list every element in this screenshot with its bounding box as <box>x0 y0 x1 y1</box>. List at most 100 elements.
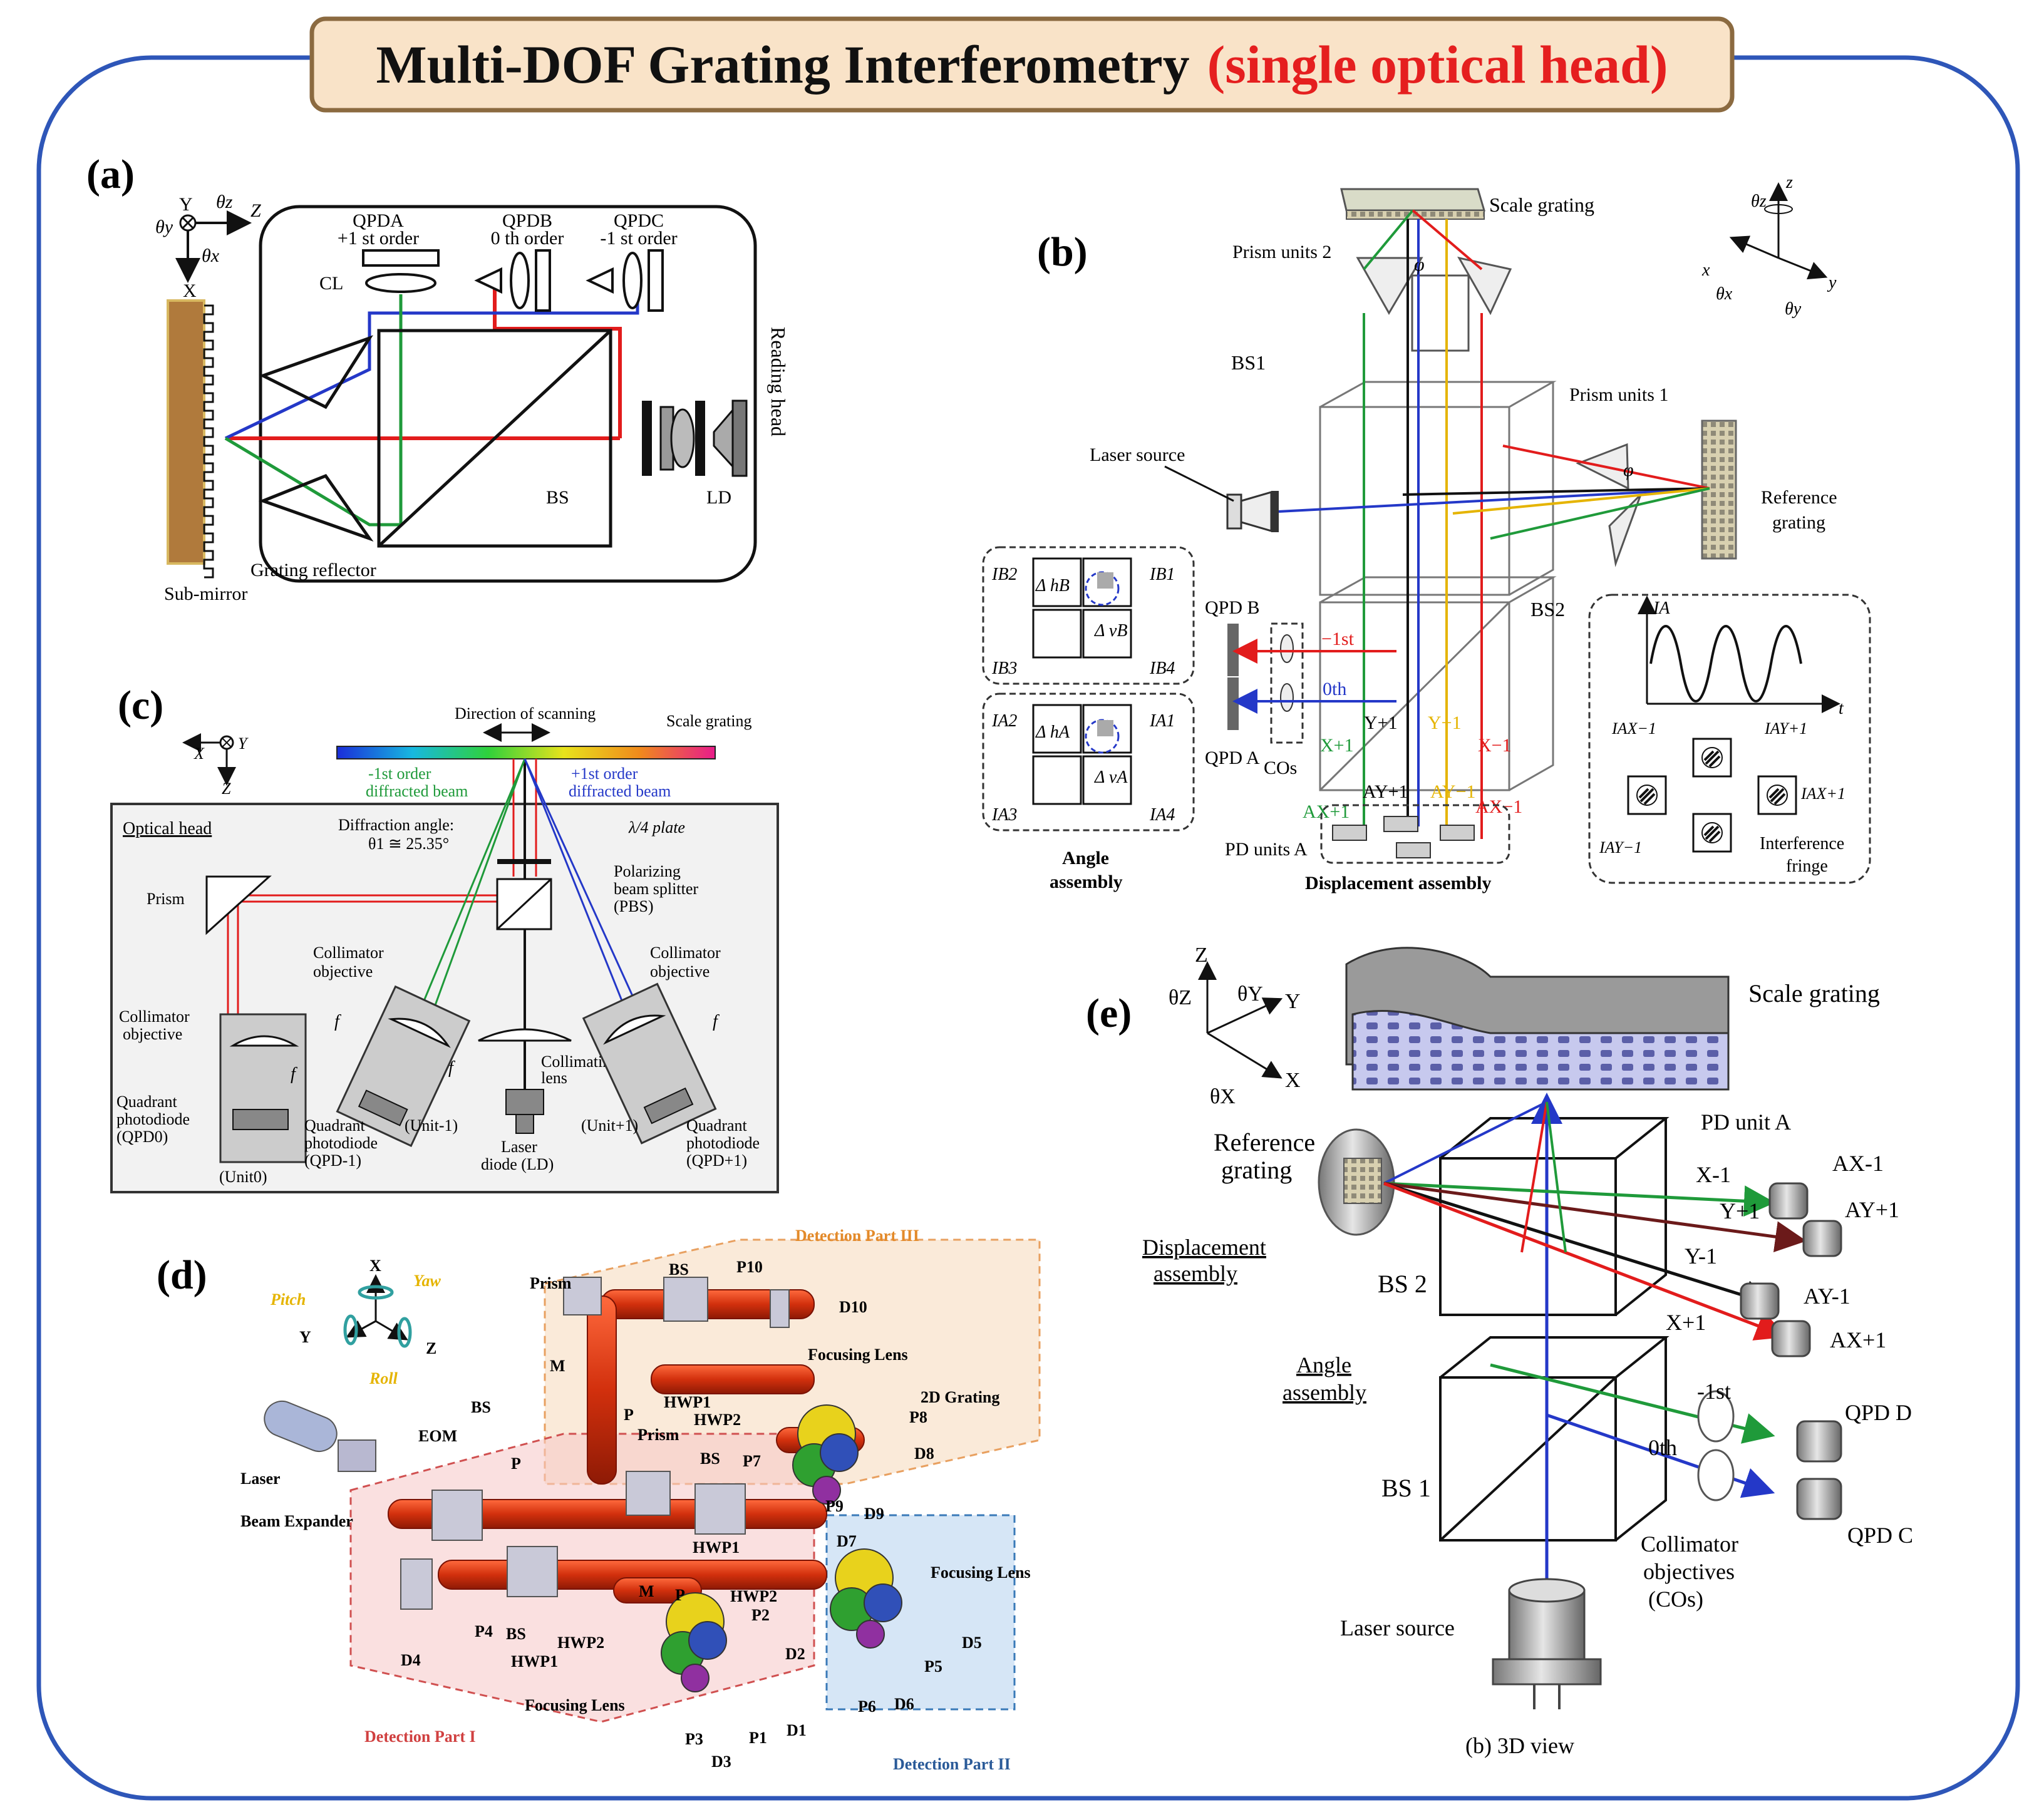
b-bs2-cube <box>1319 576 1557 791</box>
a-qpdb-order: 0 th order <box>491 228 564 249</box>
e-axis-x: X <box>1285 1069 1301 1092</box>
b-zeroth-label: 0th <box>1323 679 1346 699</box>
c-coll-right-l2: objective <box>650 962 710 981</box>
b-axis-z: z <box>1785 173 1793 192</box>
d-detection3-label: Detection Part III <box>795 1227 919 1245</box>
d-laser: Laser <box>240 1470 281 1488</box>
d-d8: D8 <box>914 1444 934 1463</box>
d-hwp1-top: HWP1 <box>664 1393 711 1411</box>
b-prism-units2-label: Prism units 2 <box>1232 242 1331 262</box>
d-axis-z: Z <box>426 1339 436 1357</box>
b-dhb: Δ hB <box>1035 576 1070 595</box>
d-p7: P7 <box>743 1452 761 1470</box>
b-ib2: IB2 <box>991 565 1017 584</box>
c-qpd0-l1: Quadrant <box>116 1093 178 1111</box>
e-beam-y-m1: Y-1 <box>1685 1243 1717 1269</box>
b-phi-top: φ <box>1414 254 1425 275</box>
b-fringe-box: IA t IAX−1 IAY+1 IAX+1 IAY−1 Interferenc… <box>1588 594 1871 884</box>
b-angle-label1: Angle <box>1062 848 1109 868</box>
panel-a: (a) Y θz Z θy θx X <box>86 152 790 604</box>
a-axis-z: Z <box>250 200 261 221</box>
e-beam-x-p1: X+1 <box>1666 1310 1706 1335</box>
e-scale-grating-label: Scale grating <box>1748 979 1880 1007</box>
b-ia4: IA4 <box>1149 805 1175 825</box>
e-pd-ay-m1: AY-1 <box>1804 1284 1850 1309</box>
e-bs1-cube <box>1439 1336 1670 1542</box>
b-iay-m1: IAY−1 <box>1599 838 1642 857</box>
c-plus1-l1: +1st order <box>571 764 638 783</box>
d-p-low: P <box>675 1586 685 1604</box>
d-d2: D2 <box>785 1645 805 1663</box>
b-ax-minus1: AX−1 <box>1475 796 1522 817</box>
panel-d-tag: (d) <box>157 1252 207 1298</box>
b-ib3: IB3 <box>991 659 1017 678</box>
c-qpd0-l2: photodiode <box>116 1110 190 1128</box>
a-axis-y: Y <box>179 194 193 215</box>
d-axis-roll: Roll <box>369 1369 398 1387</box>
b-fringe-t: t <box>1839 699 1844 718</box>
e-qpd-d-label: QPD D <box>1845 1400 1912 1425</box>
d-bs-low: BS <box>506 1625 526 1643</box>
d-d5: D5 <box>962 1634 982 1652</box>
panel-a-tag: (a) <box>86 152 135 197</box>
a-grating-reflector-label: Grating reflector <box>250 560 376 580</box>
c-qpdm1-l1: Quadrant <box>304 1116 366 1135</box>
reading-head-box <box>259 205 757 583</box>
c-optical-head-label: Optical head <box>123 819 212 838</box>
b-ay-minus1: AY−1 <box>1430 781 1476 802</box>
d-hwp1-low: HWP1 <box>511 1652 558 1670</box>
c-minus1-l2: diffracted beam <box>366 782 468 800</box>
c-diff-angle-l1: Diffraction angle: <box>338 816 454 834</box>
e-laser-source <box>1492 1578 1602 1709</box>
d-p4: P4 <box>475 1622 493 1640</box>
c-axis-z: Z <box>222 780 231 798</box>
e-zeroth-label: 0th <box>1648 1435 1677 1460</box>
c-diff-angle-l2: θ1 ≅ 25.35° <box>368 835 449 853</box>
a-qpda-name: QPDA <box>353 210 404 231</box>
e-disp-l2: assembly <box>1154 1261 1237 1286</box>
c-f-unitp1: f <box>713 1012 720 1031</box>
b-scale-grating-label: Scale grating <box>1489 193 1594 216</box>
b-dha: Δ hA <box>1035 723 1070 742</box>
e-pd-ax-m1: AX-1 <box>1832 1151 1884 1176</box>
c-ld-l2: diode (LD) <box>481 1155 554 1173</box>
a-qpdb-name: QPDB <box>502 210 552 231</box>
a-reading-head-label: Reading head <box>767 327 790 436</box>
d-prism-top: Prism <box>530 1274 572 1292</box>
b-axis-thx: θx <box>1716 284 1733 304</box>
b-axis-thz: θz <box>1751 192 1767 211</box>
c-pbs-l3: (PBS) <box>614 897 654 915</box>
panel-c: (c) X Y Z Scale grating Direction of sca… <box>110 682 779 1193</box>
panel-a-axes: Y θz Z θy θx X <box>155 192 261 301</box>
c-coll-lens-l2: lens <box>541 1069 567 1087</box>
b-phi-right: φ <box>1623 460 1634 480</box>
c-qpdm1-l3: (QPD-1) <box>304 1151 361 1170</box>
d-p2: P2 <box>751 1606 770 1624</box>
d-axes: X Y Z Pitch Yaw Roll <box>270 1257 441 1387</box>
d-d4: D4 <box>401 1651 421 1669</box>
c-direction-label: Direction of scanning <box>455 704 596 723</box>
c-qpdp1-l1: Quadrant <box>686 1116 748 1135</box>
d-axis-x: X <box>369 1257 381 1275</box>
b-ib1: IB1 <box>1149 565 1175 584</box>
c-coll-right-l1: Collimator <box>650 944 721 962</box>
b-pd-units-a-label: PD units A <box>1225 839 1308 860</box>
b-qpda-label: QPD A <box>1205 748 1260 768</box>
panel-b: (b) Scale grating Prism units 2 BS1 BS2 <box>982 173 1871 893</box>
b-quad-b: IB2 IB1 IB3 IB4 Δ hB Δ vB <box>982 546 1195 685</box>
b-y-minus1: Y−1 <box>1428 713 1462 733</box>
a-axis-x: X <box>183 281 197 301</box>
a-sub-mirror-label: Sub-mirror <box>164 584 247 604</box>
b-ref-grating-label1: Reference <box>1761 487 1837 508</box>
b-y-plus1: Y+1 <box>1364 713 1398 733</box>
e-beam-y-p1: Y+1 <box>1720 1198 1760 1223</box>
e-pd-ax-p1: AX+1 <box>1830 1327 1886 1352</box>
c-unitp1-label: (Unit+1) <box>581 1116 638 1135</box>
b-dvb: Δ vB <box>1094 621 1127 641</box>
b-x-plus1: X+1 <box>1320 735 1354 756</box>
b-bs1-cube <box>1319 381 1557 596</box>
d-bs-top: BS <box>669 1260 689 1279</box>
c-f-unit0: f <box>291 1064 297 1084</box>
c-f-ld: f <box>448 1058 455 1078</box>
